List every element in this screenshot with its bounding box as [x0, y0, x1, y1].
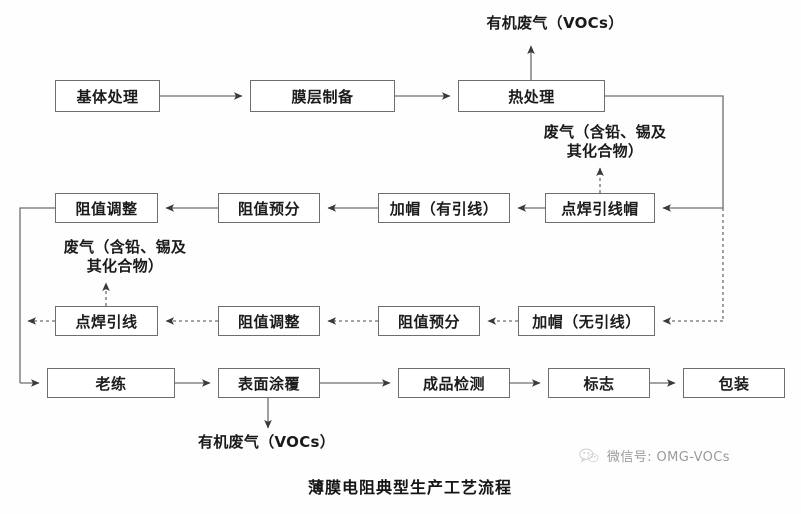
- node-label: 表面涂覆: [237, 374, 300, 393]
- node-label: 阻值预分: [237, 199, 300, 218]
- node-packaging[interactable]: 包装: [683, 368, 785, 398]
- wechat-icon: [578, 447, 600, 465]
- node-spot-weld-lead-cap[interactable]: 点焊引线帽: [545, 193, 655, 223]
- node-capping-without-lead[interactable]: 加帽（无引线）: [518, 306, 655, 336]
- emission-label-voc-heat: 有机废气（VOCs）: [486, 14, 624, 32]
- node-capping-with-lead[interactable]: 加帽（有引线）: [378, 193, 510, 223]
- node-spot-weld-lead[interactable]: 点焊引线: [55, 306, 158, 336]
- watermark: 微信号: OMG-VOCs: [578, 446, 730, 465]
- node-surface-coating[interactable]: 表面涂覆: [218, 368, 320, 398]
- node-resistance-adjust-2[interactable]: 阻值调整: [218, 306, 320, 336]
- node-label: 点焊引线帽: [561, 199, 639, 218]
- node-label: 阻值调整: [75, 199, 138, 218]
- node-label: 包装: [718, 374, 750, 393]
- edge-left-trunk: [19, 207, 55, 383]
- emission-label-fumes-spotweld-cap: 废气（含铅、锡及 其化合物）: [543, 123, 667, 161]
- node-label: 基体处理: [76, 87, 139, 106]
- emission-label-fumes-spotweld-lead: 废气（含铅、锡及 其化合物）: [63, 238, 187, 276]
- node-label: 热处理: [508, 87, 555, 106]
- node-finished-inspection[interactable]: 成品检测: [398, 368, 510, 398]
- node-substrate-treatment[interactable]: 基体处理: [55, 80, 160, 112]
- node-label: 阻值调整: [237, 312, 300, 331]
- node-label: 标志: [583, 374, 615, 393]
- node-label: 阻值预分: [397, 312, 460, 331]
- node-label: 加帽（无引线）: [532, 312, 641, 331]
- diagram-caption: 薄膜电阻典型生产工艺流程: [308, 478, 513, 497]
- node-label: 成品检测: [422, 374, 485, 393]
- emission-label-voc-coating: 有机废气（VOCs）: [198, 433, 336, 451]
- node-film-preparation[interactable]: 膜层制备: [250, 80, 395, 112]
- node-heat-treatment[interactable]: 热处理: [458, 80, 605, 112]
- node-resistance-adjust-1[interactable]: 阻值调整: [55, 193, 158, 223]
- node-aging[interactable]: 老练: [47, 368, 175, 398]
- node-label: 加帽（有引线）: [389, 199, 499, 218]
- node-label: 点焊引线: [75, 312, 138, 331]
- edge-n3-right-trunk: [605, 95, 724, 208]
- node-label: 老练: [95, 374, 127, 393]
- watermark-text: 微信号: OMG-VOCs: [607, 450, 730, 465]
- node-resistance-presort-1[interactable]: 阻值预分: [218, 193, 320, 223]
- node-marking[interactable]: 标志: [548, 368, 650, 398]
- node-resistance-presort-2[interactable]: 阻值预分: [378, 306, 480, 336]
- node-label: 膜层制备: [291, 87, 354, 106]
